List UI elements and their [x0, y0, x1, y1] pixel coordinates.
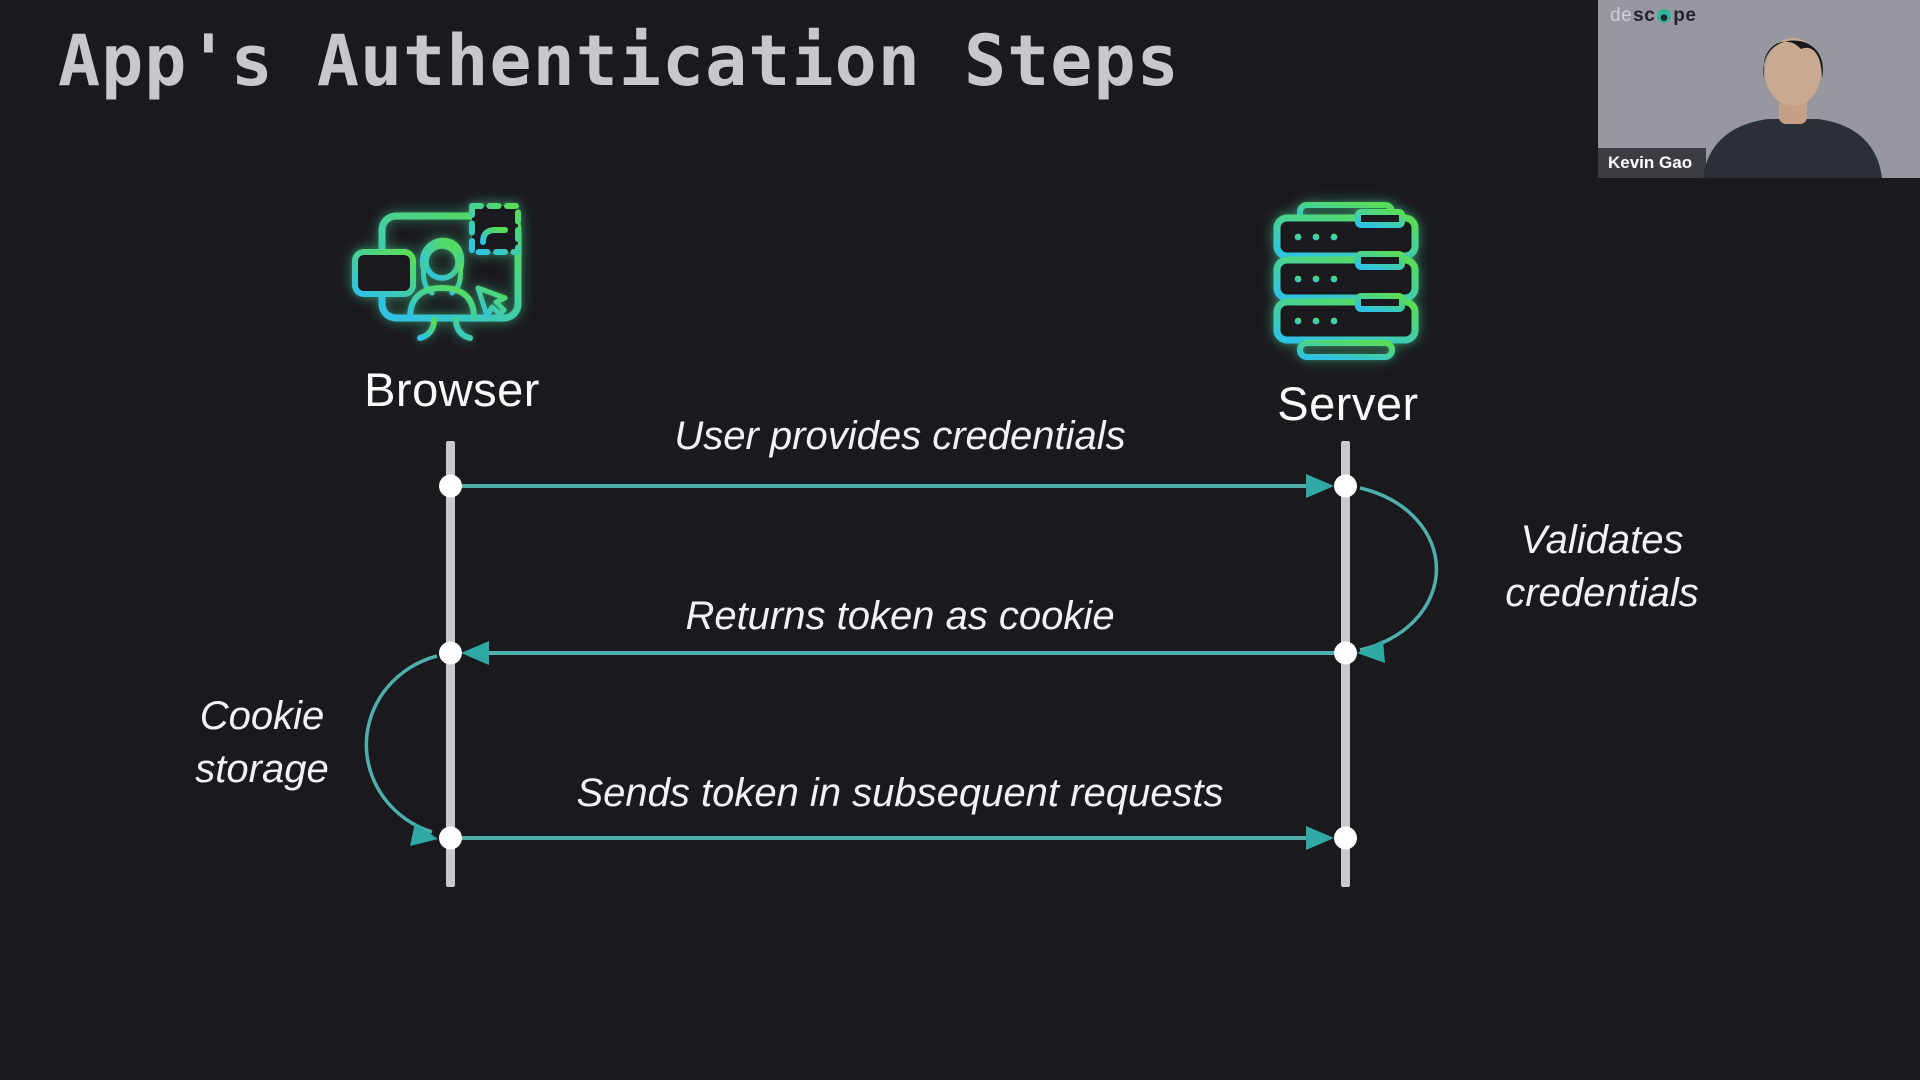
endpoint-dot	[1334, 641, 1357, 665]
participant-face	[1765, 38, 1821, 106]
user-face-icon	[423, 243, 461, 281]
arrowhead-right-icon	[1306, 826, 1334, 850]
actor-label-server: Server	[1277, 377, 1419, 430]
participant-body	[1703, 119, 1882, 178]
arrowhead-left-icon	[461, 641, 489, 665]
message-label-validates-credentials: Validates credentials	[1505, 518, 1699, 615]
message-label-sends-token: Sends token in subsequent requests	[576, 771, 1224, 815]
actor-label-browser: Browser	[364, 363, 540, 416]
arrowhead-right-icon	[410, 823, 438, 846]
endpoint-dot	[1334, 474, 1357, 498]
arrowhead-left-icon	[1357, 640, 1385, 663]
endpoint-dot	[1334, 826, 1357, 850]
server-notch	[1355, 293, 1405, 312]
descope-logo-text: sc	[1633, 5, 1656, 26]
user-shoulders	[407, 285, 477, 321]
arrowhead-right-icon	[1306, 474, 1334, 498]
server-base	[1297, 340, 1395, 360]
user-hair	[419, 237, 465, 273]
message-label-cookie-storage: Cookie storage	[195, 694, 329, 791]
endpoint-dot	[439, 474, 462, 498]
endpoint-dot	[439, 641, 462, 665]
descope-logo-o-icon	[1657, 9, 1672, 23]
participant-video	[1703, 38, 1882, 178]
server-leds	[1294, 233, 1338, 241]
corner-piece	[480, 227, 508, 245]
descope-logo-text: de	[1610, 5, 1633, 26]
server-leds	[1294, 275, 1338, 283]
server-notch	[1355, 251, 1405, 270]
server-stack-icon	[1270, 202, 1422, 360]
descope-logo-text: pe	[1673, 5, 1697, 26]
self-loop-cookie-storage	[364, 654, 438, 834]
message-label-user-provides-credentials: User provides credentials	[674, 414, 1126, 458]
cursor-icon	[475, 285, 508, 319]
message-label-returns-token-as-cookie: Returns token as cookie	[685, 594, 1115, 638]
browser-workstation-icon	[352, 202, 530, 352]
slide-title: App's Authentication Steps	[58, 20, 1180, 102]
participant-nametag: Kevin Gao	[1598, 148, 1707, 178]
server-notch	[1355, 209, 1405, 228]
endpoint-dot	[439, 826, 462, 850]
card-icon	[352, 249, 416, 297]
self-loop-validates-credentials	[1359, 486, 1439, 652]
server-leds	[1294, 317, 1338, 325]
